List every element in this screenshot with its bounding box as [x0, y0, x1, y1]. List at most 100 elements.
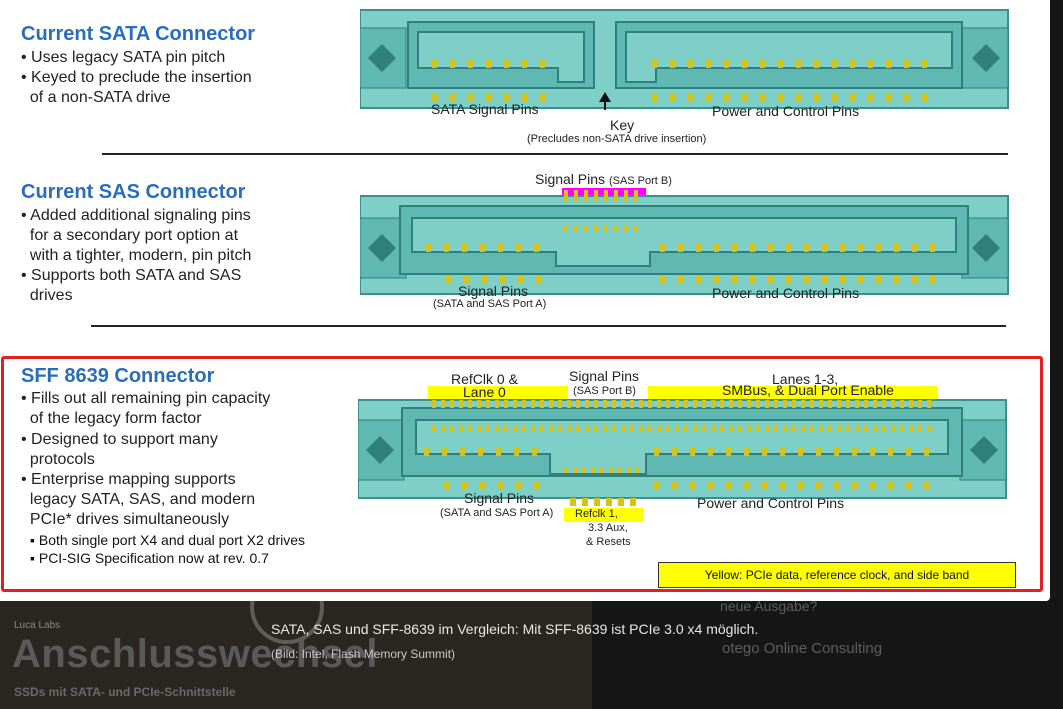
color-legend: Yellow: PCIe data, reference clock, and … — [658, 562, 1016, 588]
image-credit: (Bild: Intel, Flash Memory Summit) — [271, 647, 456, 661]
connector-pin — [762, 482, 767, 490]
connector-pin — [873, 426, 877, 432]
connector-pin — [816, 448, 821, 456]
connector-pin — [888, 482, 893, 490]
connector-pin — [444, 482, 449, 490]
sidebar-link[interactable]: otego Online Consulting — [722, 640, 883, 657]
teaser-brand: Luca Labs — [14, 620, 61, 631]
connector-pin — [873, 400, 877, 408]
connector-pin — [882, 400, 886, 408]
connector-pin — [801, 400, 805, 408]
sas-bullet: • Supports both SATA and SAS — [21, 267, 242, 284]
connector-pin — [549, 400, 553, 408]
connector-pin — [594, 400, 598, 408]
connector-pin — [684, 400, 688, 408]
connector-pin — [576, 426, 580, 432]
refclk1-label-line2: 3.3 Aux, — [588, 522, 628, 534]
connector-pin — [486, 426, 490, 432]
connector-pin — [564, 468, 568, 473]
connector-pin — [522, 400, 526, 408]
connector-pin — [570, 498, 576, 506]
connector-pin — [855, 426, 859, 432]
connector-pin — [432, 400, 436, 408]
sas-port-a-note: (SATA and SAS Port A) — [433, 298, 547, 310]
connector-pin — [462, 482, 467, 490]
connector-pin — [612, 426, 616, 432]
connector-pin — [609, 468, 613, 473]
connector-pin — [846, 400, 850, 408]
sff-port-a-label: Signal Pins — [464, 490, 535, 506]
connector-pin — [774, 400, 778, 408]
connector-pin — [666, 426, 670, 432]
connector-pin — [558, 426, 562, 432]
connector-pin — [441, 400, 445, 408]
connector-pin — [627, 468, 631, 473]
sff-sub-bullet: ▪ Both single port X4 and dual port X2 d… — [30, 532, 306, 548]
connector-pin — [882, 426, 886, 432]
connector-pin — [756, 400, 760, 408]
refclk1-label-line3: & Resets — [586, 536, 631, 548]
connector-pin — [495, 400, 499, 408]
connector-pin — [891, 400, 895, 408]
sas-bullet: drives — [21, 287, 73, 304]
connector-pin — [792, 426, 796, 432]
connector-pin — [738, 400, 742, 408]
connector-pin — [621, 426, 625, 432]
connector-pin — [780, 482, 785, 490]
connector-pin — [576, 400, 580, 408]
connector-pin — [720, 426, 724, 432]
connector-pin — [672, 482, 677, 490]
connector-pin — [675, 426, 679, 432]
connector-pin — [442, 448, 447, 456]
connector-pin — [639, 400, 643, 408]
sata-bullet: • Uses legacy SATA pin pitch — [21, 49, 226, 66]
sidebar-text: neue Ausgabe? — [720, 598, 818, 614]
divider — [91, 325, 1006, 327]
refclk0-label: RefClk 0 & — [451, 371, 518, 387]
lightbox-image: Current SATA Connector • Uses legacy SAT… — [0, 0, 1050, 601]
connector-pin — [618, 468, 622, 473]
highlight-frame — [1, 356, 1043, 592]
connector-pin — [747, 400, 751, 408]
connector-pin — [693, 400, 697, 408]
connector-pin — [486, 400, 490, 408]
connector-pin — [726, 448, 731, 456]
connector-pin — [531, 426, 535, 432]
connector-pin — [906, 448, 911, 456]
connector-pin — [567, 400, 571, 408]
connector-pin — [900, 400, 904, 408]
lanes-sub-label: SMBus, & Dual Port Enable — [722, 382, 894, 398]
connector-pin — [834, 482, 839, 490]
connector-pin — [852, 448, 857, 456]
connector-pin — [654, 482, 659, 490]
connector-pin — [514, 448, 519, 456]
connector-pin — [762, 448, 767, 456]
connector-pin — [720, 400, 724, 408]
connector-pin — [801, 426, 805, 432]
sas-bullet: with a tighter, modern, pin pitch — [21, 247, 252, 264]
connector-pin — [513, 426, 517, 432]
connector-pin — [424, 448, 429, 456]
sata-bullet: of a non-SATA drive — [21, 89, 171, 106]
connector-pin — [900, 426, 904, 432]
connector-pin — [666, 400, 670, 408]
connector-pin — [585, 400, 589, 408]
connector-pin — [726, 482, 731, 490]
connector-pin — [711, 426, 715, 432]
sata-signal-pins-label: SATA Signal Pins — [431, 101, 539, 117]
connector-pin — [513, 400, 517, 408]
connector-pin — [765, 426, 769, 432]
connector-pin — [729, 426, 733, 432]
sas-power-pins-label: Power and Control Pins — [712, 285, 860, 301]
connector-pin — [756, 426, 760, 432]
connector-pin — [828, 400, 832, 408]
connector-pin — [567, 426, 571, 432]
connector-pin — [819, 400, 823, 408]
connector-pin — [837, 400, 841, 408]
connector-pin — [927, 400, 931, 408]
connector-pin — [852, 482, 857, 490]
connector-pin — [783, 426, 787, 432]
connector-pin — [450, 426, 454, 432]
connector-pin — [477, 426, 481, 432]
connector-pin — [460, 448, 465, 456]
